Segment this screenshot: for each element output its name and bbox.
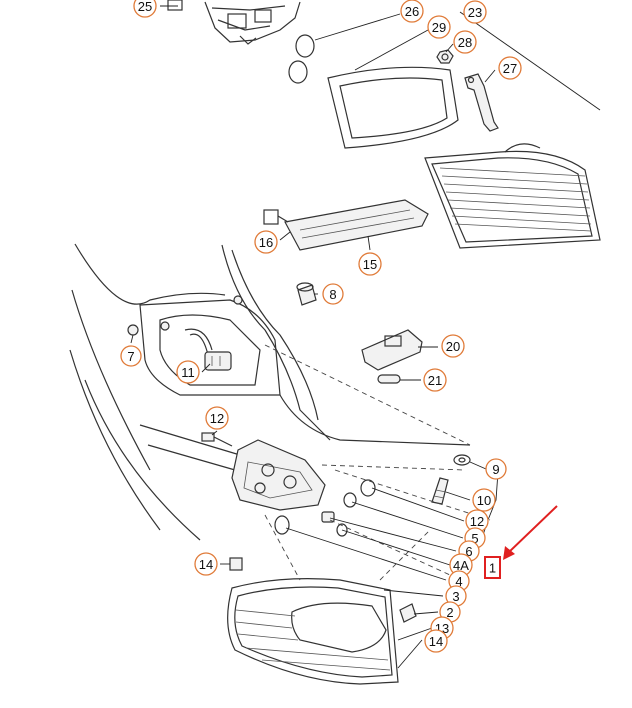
callout-label: 12 [210, 411, 224, 426]
callout-circle [423, 368, 447, 392]
callout-label: 25 [138, 0, 152, 14]
callout-label: 29 [432, 20, 446, 35]
callout-label: 28 [458, 35, 472, 50]
callout-label: 9 [492, 462, 499, 477]
callout-label: 27 [503, 61, 517, 76]
callout-label: 7 [127, 349, 134, 364]
callout-label: 16 [259, 235, 273, 250]
outer-tail-light [227, 578, 417, 685]
callout-label: 2 [446, 605, 453, 620]
nut [436, 49, 454, 64]
callout-circle [427, 15, 451, 39]
callout-circle [322, 283, 344, 305]
callout-circle [194, 552, 218, 576]
callout-circle [358, 252, 382, 276]
callout-label: 4A [453, 558, 469, 573]
inner-tail-light [424, 143, 601, 249]
callout-label: 8 [329, 287, 336, 302]
third-brake-light [263, 199, 429, 251]
callout-circle [176, 360, 200, 384]
callout-circle [400, 0, 424, 23]
callout-label: 10 [477, 493, 491, 508]
wiring-connector [184, 328, 232, 371]
callout-circle [498, 56, 522, 80]
callout-circle [205, 406, 229, 430]
arrow-icon [506, 505, 558, 555]
callout-label: 14 [429, 634, 443, 649]
small-clip [229, 557, 243, 571]
highlight-box [484, 556, 501, 579]
callout-label: 4 [455, 574, 462, 589]
callout-circle [453, 30, 477, 54]
callout-label: 12 [470, 514, 484, 529]
callout-circle [472, 488, 496, 512]
clip [127, 295, 243, 336]
leader-lines [130, 5, 601, 669]
callout-label: 23 [468, 5, 482, 20]
callout-label: 21 [428, 373, 442, 388]
callout-label: 3 [452, 589, 459, 604]
callout-label: 11 [181, 365, 195, 380]
vehicle-body-outline [69, 243, 471, 541]
washer [453, 454, 471, 466]
assembly-lines [264, 344, 491, 581]
callout-circle [463, 0, 487, 24]
callout-label: 14 [199, 557, 213, 572]
callout-label: 5 [471, 531, 478, 546]
bulb-holder-assembly-top [167, 0, 315, 84]
callout-circle [441, 334, 465, 358]
callout-label: 15 [363, 257, 377, 272]
callout-circle [254, 230, 278, 254]
license-plate-light [361, 329, 423, 371]
callout-circle [485, 458, 507, 480]
bulbs [274, 479, 376, 537]
callout-label: 26 [405, 4, 419, 19]
callout-circle [120, 345, 142, 367]
sleeve [296, 282, 317, 306]
screw [201, 432, 233, 447]
bulb-carrier [231, 439, 326, 511]
callout-circle [424, 629, 448, 653]
highlight-marker: 1 [484, 505, 558, 579]
festoon-bulb [377, 374, 401, 384]
highlight-label: 1 [489, 561, 496, 576]
stud-bolt [431, 477, 449, 505]
callout-label: 20 [446, 339, 460, 354]
inner-light-frame [327, 66, 459, 149]
callout-circle [133, 0, 157, 18]
arrowhead-icon [503, 546, 515, 560]
callout-label: 6 [465, 544, 472, 559]
bracket [464, 73, 499, 132]
